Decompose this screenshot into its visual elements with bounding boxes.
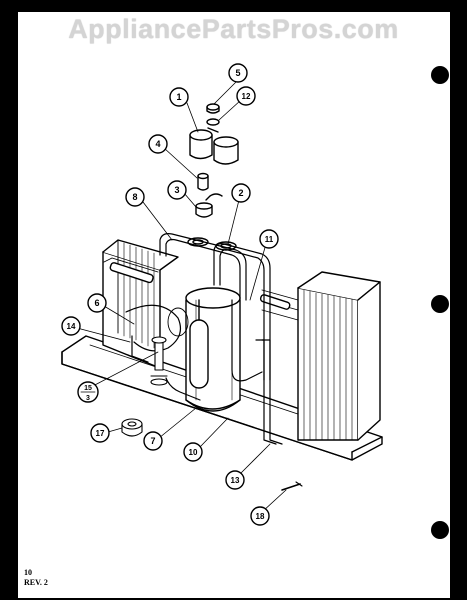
callout-10: 10 <box>183 442 203 462</box>
callout-6: 6 <box>87 293 107 313</box>
svg-text:4: 4 <box>155 139 160 149</box>
condenser-coil <box>259 271 381 441</box>
revision-label: REV. 2 <box>24 578 48 587</box>
reversing-valve-parts <box>187 103 239 251</box>
svg-text:12: 12 <box>242 92 251 101</box>
svg-text:3: 3 <box>86 395 90 402</box>
refrigerant-tubing <box>125 233 283 445</box>
callout-8: 8 <box>125 187 145 207</box>
svg-text:6: 6 <box>94 298 99 308</box>
svg-text:17: 17 <box>96 429 105 438</box>
callout-13: 13 <box>225 470 245 490</box>
callout-17: 17 <box>90 423 110 443</box>
callout-5: 5 <box>228 63 248 83</box>
callout-14: 14 <box>61 316 81 336</box>
svg-text:11: 11 <box>265 235 274 244</box>
binder-hole-bottom <box>431 521 449 539</box>
svg-text:8: 8 <box>132 192 137 202</box>
svg-text:3: 3 <box>174 185 179 195</box>
accumulator <box>189 299 209 389</box>
svg-text:2: 2 <box>238 188 243 198</box>
svg-text:1: 1 <box>176 92 181 102</box>
callout-12: 12 <box>236 86 256 106</box>
callout-15: 15 3 <box>77 381 99 403</box>
callout-11: 11 <box>259 229 279 249</box>
svg-text:7: 7 <box>150 436 155 446</box>
callout-3: 3 <box>167 180 187 200</box>
svg-text:14: 14 <box>67 322 76 331</box>
svg-text:10: 10 <box>189 448 198 457</box>
binder-hole-top <box>431 66 449 84</box>
svg-text:5: 5 <box>235 68 240 78</box>
svg-text:13: 13 <box>231 476 240 485</box>
callout-4: 4 <box>148 134 168 154</box>
mounting-hardware <box>121 336 303 491</box>
capillary-loop <box>167 307 189 337</box>
watermark-text: AppliancePartsPros.com <box>68 14 399 44</box>
callout-2: 2 <box>231 183 251 203</box>
svg-text:15: 15 <box>84 385 92 392</box>
page-number: 10 <box>24 568 32 577</box>
callout-7: 7 <box>143 431 163 451</box>
leader-lines <box>76 79 287 513</box>
binder-hole-middle <box>431 295 449 313</box>
callout-1: 1 <box>169 87 189 107</box>
svg-text:18: 18 <box>256 512 265 521</box>
callout-18: 18 <box>250 506 270 526</box>
